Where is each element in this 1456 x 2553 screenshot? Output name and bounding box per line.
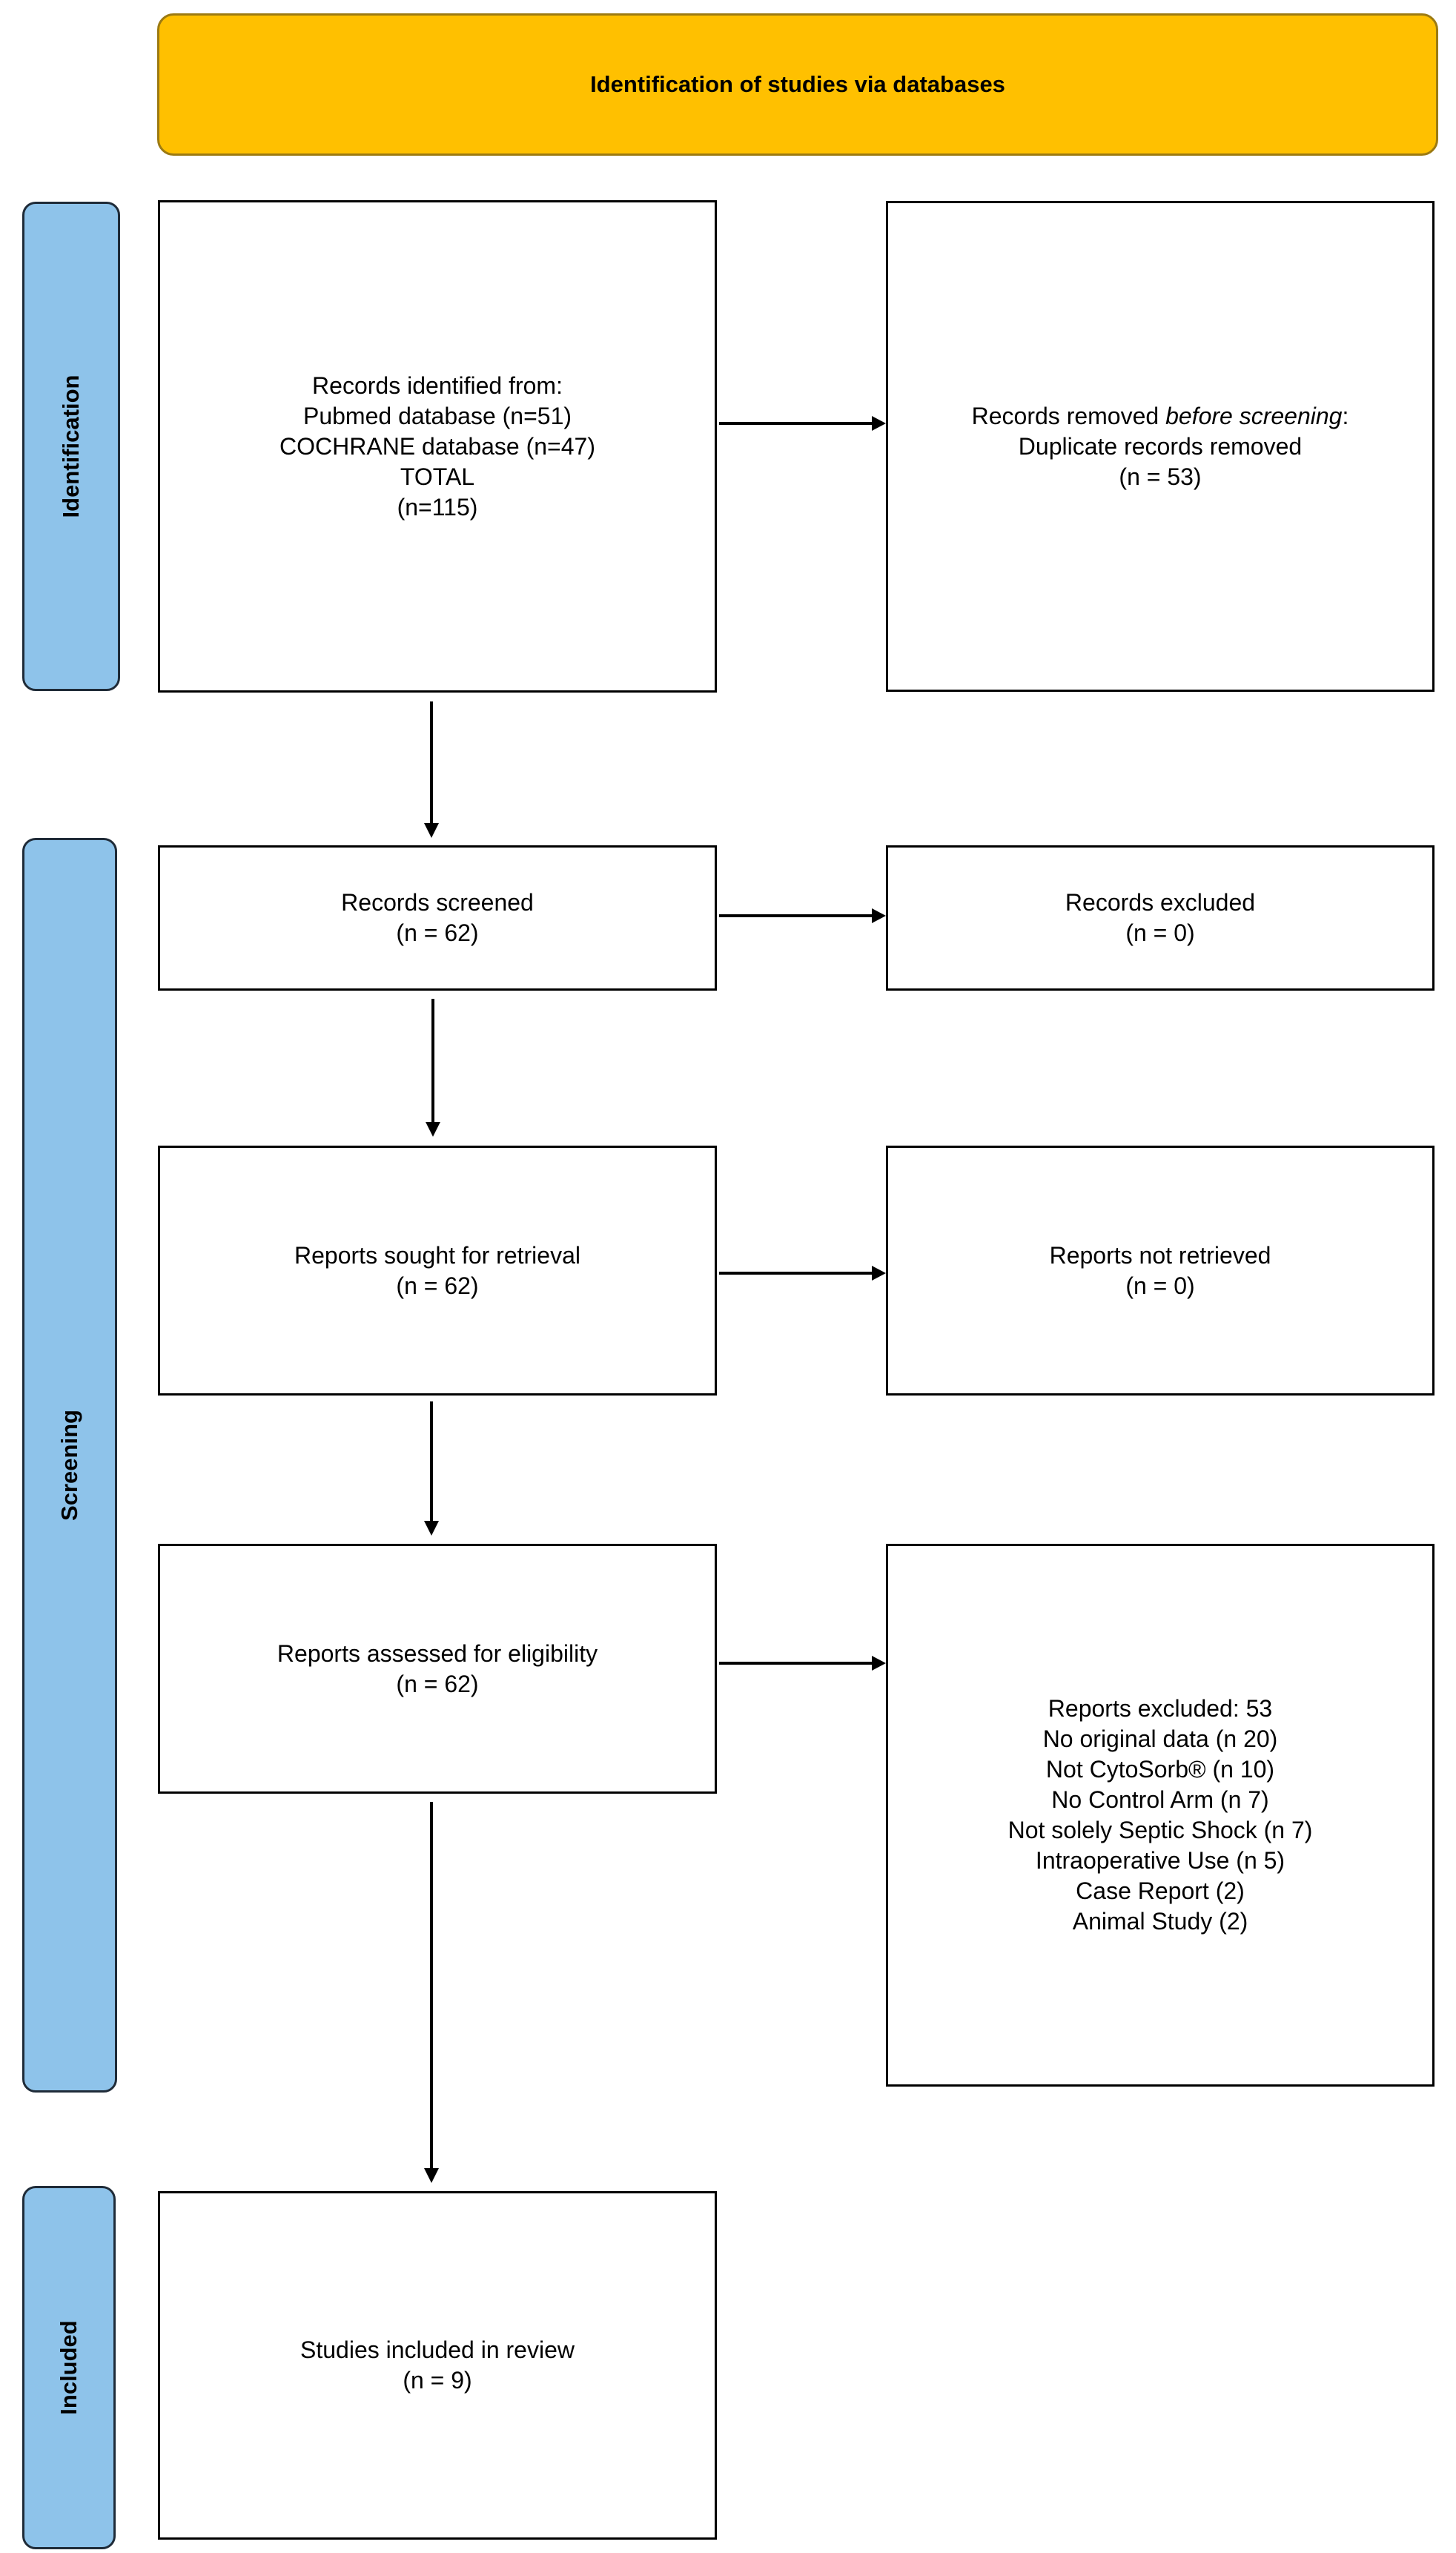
records-identified-line: Records identified from: <box>312 371 563 399</box>
phase-included-label: Included <box>56 2320 82 2415</box>
reports-not-retrieved-line: Reports not retrieved <box>1049 1241 1271 1269</box>
reports-excluded-line: No original data (n 20) <box>1042 1725 1278 1752</box>
records-excluded-line: (n = 0) <box>1125 919 1195 946</box>
phase-screening: Screening <box>22 838 117 2093</box>
header-banner: Identification of studies via databases <box>157 13 1438 156</box>
reports-not-retrieved-line: (n = 0) <box>1125 1272 1195 1299</box>
records-identified-line: COCHRANE database (n=47) <box>279 432 595 460</box>
arrowhead <box>872 1266 886 1281</box>
reports-excluded-line: Case Report (2) <box>1076 1877 1245 1904</box>
records-removed-line: Duplicate records removed <box>1018 432 1303 460</box>
records-excluded-box: Records excluded (n = 0) <box>886 845 1435 991</box>
reports-assessed-line: Reports assessed for eligibility <box>277 1639 598 1667</box>
records-removed-box: Records removed before screening: Duplic… <box>886 201 1435 692</box>
records-identified-line: (n=115) <box>397 493 478 521</box>
arrowhead <box>424 1521 439 1536</box>
reports-excluded-line: Not CytoSorb® (n 10) <box>1045 1756 1275 1783</box>
header-title: Identification of studies via databases <box>590 71 1005 97</box>
reports-sought-line: (n = 62) <box>396 1272 479 1299</box>
studies-included-line: Studies included in review <box>300 2336 575 2363</box>
records-screened-line: (n = 62) <box>396 919 479 946</box>
records-removed-line: Records removed before screening: <box>972 401 1349 432</box>
arrowhead <box>426 1122 440 1137</box>
records-removed-prefix: Records removed <box>971 402 1166 429</box>
reports-excluded-line: Intraoperative Use (n 5) <box>1035 1847 1285 1874</box>
records-removed-line: (n = 53) <box>1119 463 1202 490</box>
records-excluded-line: Records excluded <box>1065 889 1256 916</box>
reports-sought-line: Reports sought for retrieval <box>294 1241 580 1269</box>
phase-included: Included <box>22 2186 116 2549</box>
reports-assessed-line: (n = 62) <box>396 1670 479 1697</box>
reports-excluded-line: Reports excluded: 53 <box>1048 1695 1273 1722</box>
reports-not-retrieved-box: Reports not retrieved (n = 0) <box>886 1146 1435 1396</box>
arrowhead <box>872 1656 886 1671</box>
reports-excluded-line: Not solely Septic Shock (n 7) <box>1007 1817 1313 1843</box>
reports-excluded-box: Reports excluded: 53 No original data (n… <box>886 1544 1435 2087</box>
records-identified-line: TOTAL <box>400 463 475 490</box>
studies-included-line: (n = 9) <box>403 2367 472 2394</box>
phase-identification: Identification <box>22 202 120 691</box>
studies-included-box: Studies included in review (n = 9) <box>158 2191 717 2540</box>
records-removed-suffix: : <box>1342 402 1349 429</box>
arrowhead <box>872 416 886 431</box>
records-screened-box: Records screened (n = 62) <box>158 845 717 991</box>
records-removed-italic: before screening <box>1165 402 1343 429</box>
arrowhead <box>424 823 439 838</box>
arrowhead <box>872 908 886 923</box>
reports-excluded-line: No Control Arm (n 7) <box>1051 1786 1269 1813</box>
phase-identification-label: Identification <box>58 374 84 518</box>
reports-assessed-box: Reports assessed for eligibility (n = 62… <box>158 1544 717 1794</box>
arrowhead <box>424 2168 439 2183</box>
records-screened-line: Records screened <box>341 889 534 916</box>
records-identified-line: Pubmed database (n=51) <box>302 402 572 429</box>
records-identified-box: Records identified from: Pubmed database… <box>158 200 717 693</box>
reports-sought-box: Reports sought for retrieval (n = 62) <box>158 1146 717 1396</box>
reports-excluded-line: Animal Study (2) <box>1072 1908 1248 1935</box>
phase-screening-label: Screening <box>56 1410 82 1521</box>
